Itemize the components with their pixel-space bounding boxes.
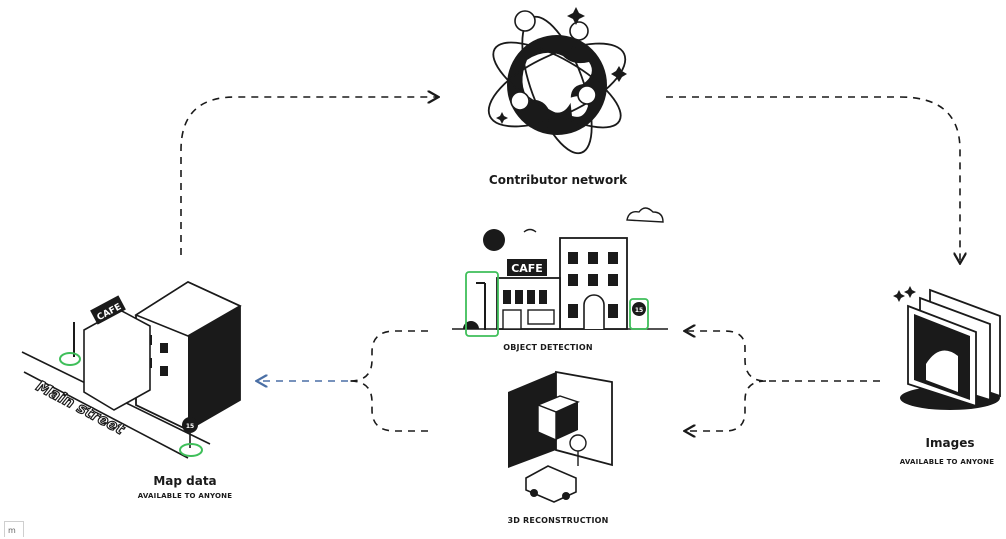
map-data-title: Map data [153, 474, 217, 488]
map-data-subtitle: AVAILABLE TO ANYONE [137, 492, 233, 500]
arrow-reconstruction-merge [349, 380, 428, 432]
sun-icon [483, 229, 505, 251]
cafe-sign [90, 295, 126, 325]
bird-icon [523, 228, 537, 233]
arrow-images-to-detection [686, 331, 880, 382]
cloud-icon [626, 207, 664, 223]
detection-box-streetlamp [465, 271, 499, 337]
photo-stack-icon [893, 286, 1001, 410]
arrow-contributors-to-images [666, 96, 960, 262]
arrow-detection-merge [349, 330, 428, 382]
corner-tab: m [4, 521, 24, 537]
svg-text:15: 15 [186, 423, 194, 430]
corner-tab-text: m [8, 526, 16, 535]
flow-arrows [180, 96, 960, 432]
object-detection-caption: OBJECT DETECTION [503, 343, 593, 352]
svg-text:15: 15 [635, 307, 643, 314]
images-title: Images [925, 436, 975, 450]
reconstruction-caption: 3D RECONSTRUCTION [507, 516, 609, 525]
map-scene: CAFE 15 Main street [21, 280, 242, 459]
emoji-face-icon [510, 10, 597, 111]
arrow-images-to-reconstruction [686, 380, 767, 431]
cafe-sign [507, 259, 547, 276]
images-subtitle: AVAILABLE TO ANYONE [899, 458, 995, 466]
tree-icon [569, 434, 587, 466]
arrow-map-to-contributors [180, 97, 437, 255]
tree-icon [463, 321, 479, 329]
sparkle-icon [496, 7, 627, 124]
contributor-network-title: Contributor network [488, 173, 628, 187]
svg-text:CAFE: CAFE [511, 262, 543, 275]
detection-scene: CAFE 15 [452, 207, 668, 337]
detection-box-sign [629, 298, 649, 330]
reconstruction-scene [508, 370, 613, 503]
globe-icon [487, 15, 627, 155]
van-icon [525, 465, 577, 503]
